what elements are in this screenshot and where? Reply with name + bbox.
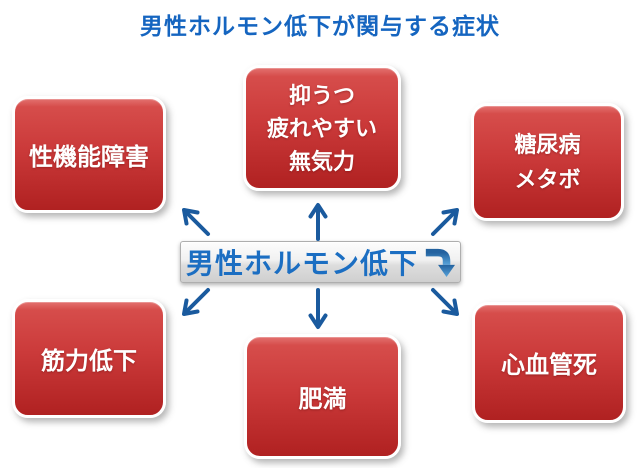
- node-label: 抑うつ 疲れやすい 無気力: [266, 82, 377, 174]
- node-label: 糖尿病 メタボ: [514, 131, 581, 192]
- elbow-down-arrow-icon: [425, 248, 455, 278]
- node-depression-fatigue-apathy: 抑うつ 疲れやすい 無気力: [243, 65, 401, 191]
- node-diabetes-metabolic: 糖尿病 メタボ: [471, 103, 624, 221]
- arrow-up-left-icon: [182, 208, 210, 236]
- node-muscle-weakness: 筋力低下: [12, 299, 166, 418]
- node-obesity: 肥満: [244, 334, 401, 459]
- node-cardiovascular-death: 心血管死: [472, 302, 626, 423]
- node-label: 性機能障害: [29, 144, 149, 171]
- node-sexual-dysfunction: 性機能障害: [12, 96, 166, 213]
- arrow-up-icon: [308, 203, 328, 241]
- arrow-down-icon: [308, 288, 328, 329]
- node-label: 肥満: [298, 386, 347, 413]
- arrow-up-right-icon: [431, 208, 459, 236]
- diagram-title: 男性ホルモン低下が関与する症状: [140, 13, 500, 39]
- center-node-male-hormone-decline: 男性ホルモン低下: [180, 241, 461, 283]
- center-node-label: 男性ホルモン低下: [185, 248, 418, 279]
- node-label: 心血管死: [501, 352, 597, 379]
- node-label: 筋力低下: [41, 348, 137, 375]
- arrow-down-left-icon: [182, 288, 210, 316]
- arrow-down-right-icon: [431, 288, 459, 316]
